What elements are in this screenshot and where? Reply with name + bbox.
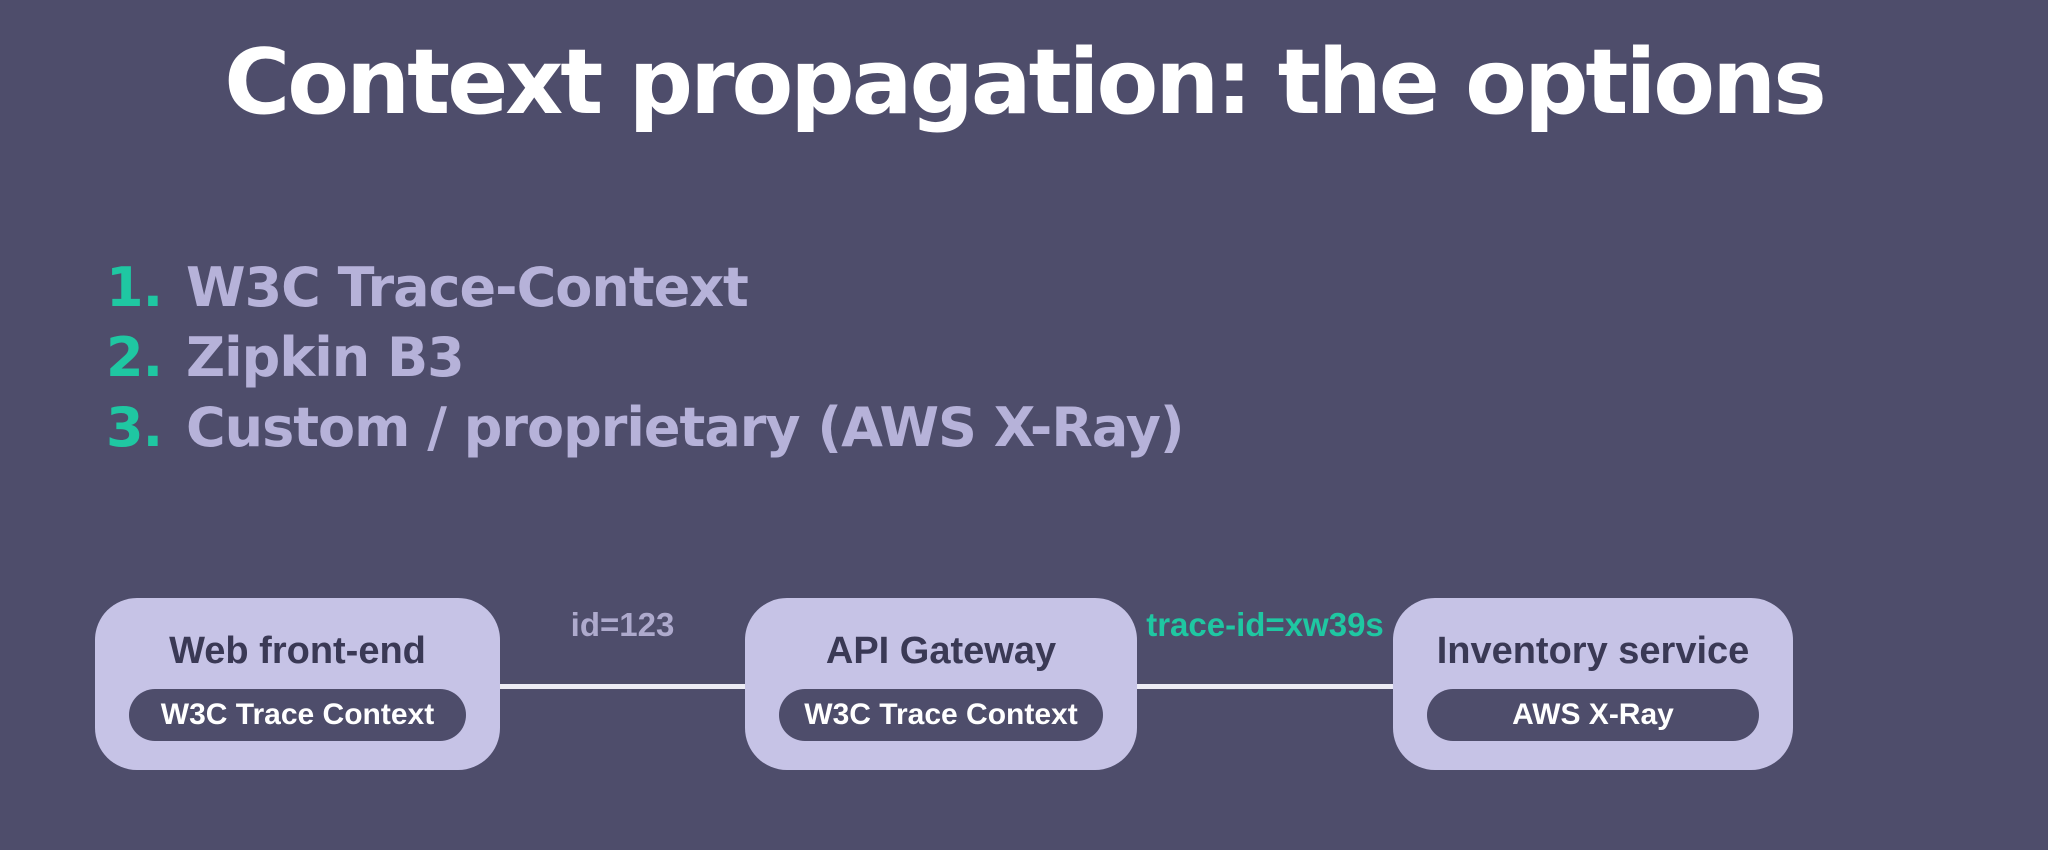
edge-label-id: id=123 <box>570 606 675 643</box>
edge-label-trace-id: trace-id=xw39s <box>1146 606 1384 643</box>
list-item-zipkin-b3: 2. Zipkin B3 <box>106 326 1184 396</box>
node-title: Web front-end <box>169 630 426 672</box>
list-item-w3c-trace-context: 1. W3C Trace-Context <box>106 256 1184 326</box>
list-item-number: 2. <box>106 326 163 389</box>
node-api-gateway: API Gateway W3C Trace Context <box>745 598 1137 770</box>
edge-web-to-gateway <box>500 684 745 689</box>
list-item-custom-proprietary: 3. Custom / proprietary (AWS X-Ray) <box>106 396 1185 466</box>
propagation-badge: W3C Trace Context <box>779 689 1103 741</box>
propagation-badge: AWS X-Ray <box>1427 689 1759 741</box>
list-item-label: Custom / proprietary (AWS X-Ray) <box>186 396 1185 459</box>
list-item-label: W3C Trace-Context <box>186 256 749 319</box>
list-item-label: Zipkin B3 <box>186 326 465 389</box>
options-list: 1. W3C Trace-Context 2. Zipkin B3 3. Cus… <box>106 256 1185 466</box>
node-inventory-service: Inventory service AWS X-Ray <box>1393 598 1793 770</box>
edge-gateway-to-inventory <box>1137 684 1393 689</box>
list-item-number: 1. <box>106 256 163 319</box>
page-title: Context propagation: the options <box>224 30 1827 135</box>
node-web-front-end: Web front-end W3C Trace Context <box>95 598 500 770</box>
node-title: Inventory service <box>1436 630 1750 672</box>
node-title: API Gateway <box>825 630 1057 672</box>
propagation-badge: W3C Trace Context <box>129 689 466 741</box>
list-item-number: 3. <box>106 396 163 459</box>
